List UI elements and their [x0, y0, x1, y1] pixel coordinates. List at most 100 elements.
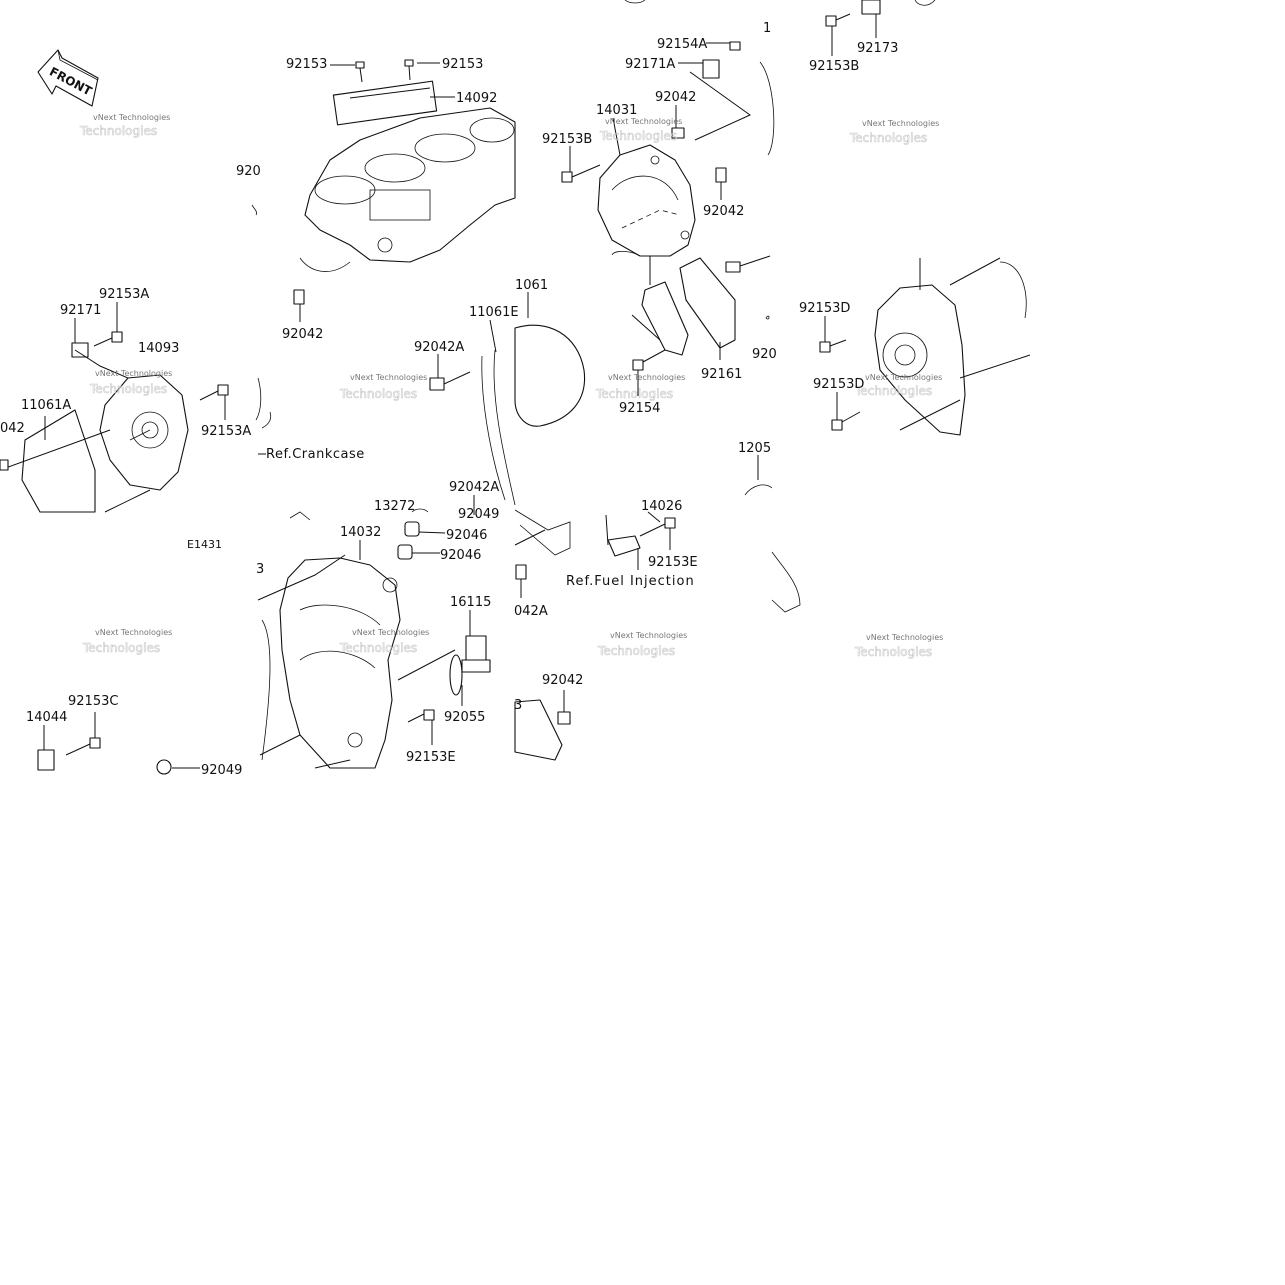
part-label: 14044: [26, 710, 67, 725]
part-label: 92042: [542, 673, 583, 688]
part-label: 92055: [444, 710, 485, 725]
watermark-background-text: Technologies: [79, 124, 157, 138]
part-label: 92042: [655, 90, 696, 105]
part-label: 92153D: [813, 377, 864, 392]
blank-area: [0, 780, 1285, 1285]
oil-seal-icon: [404, 521, 420, 537]
part-label: 92042A: [414, 340, 464, 355]
watermark-background-text: Technologies: [599, 129, 677, 143]
part-label: 1205: [738, 441, 771, 456]
watermark-text: vNext Technologies: [605, 117, 682, 126]
part-label: 92153B: [542, 132, 592, 147]
part-label: 1: [763, 21, 771, 36]
part-label: 14092: [456, 91, 497, 106]
generator-cover-part: [597, 144, 696, 257]
part-label: 92153A: [201, 424, 251, 439]
part-label: 92042: [703, 204, 744, 219]
part-label: 92049: [201, 763, 242, 778]
dowel-pin-icon: [557, 711, 571, 725]
watermark-text: vNext Technologies: [352, 628, 429, 637]
dowel-pin-icon: [515, 564, 527, 580]
part-label: 3: [514, 698, 522, 713]
bolt-icon: [561, 164, 601, 183]
watermark-text: vNext Technologies: [866, 633, 943, 642]
bolt-icon: [407, 709, 435, 723]
part-label: 92153: [286, 57, 327, 72]
part-label: 14032: [340, 525, 381, 540]
part-label: 92046: [440, 548, 481, 563]
side-cover-part: [21, 374, 189, 513]
blank-area: [1030, 0, 1285, 780]
watermark-background-text: Technologies: [597, 644, 675, 658]
watermark-background-text: Technologies: [849, 131, 927, 145]
watermark-text: vNext Technologies: [93, 113, 170, 122]
watermark-text: vNext Technologies: [95, 628, 172, 637]
part-label: 92153E: [406, 750, 456, 765]
part-label: 11061E: [469, 305, 519, 320]
bracket-part: [607, 535, 641, 557]
watermark-text: vNext Technologies: [95, 369, 172, 378]
oil-seal-icon: [397, 544, 413, 560]
clamp-icon: [702, 59, 720, 79]
part-label: 920: [236, 164, 261, 179]
part-label: 92046: [446, 528, 487, 543]
dowel-pin-icon: [725, 261, 741, 273]
oil-filler-plug-icon: [461, 635, 491, 673]
part-label: 920: [752, 347, 777, 362]
part-label: 92042: [282, 327, 323, 342]
part-label: 92154: [619, 401, 660, 416]
watermark-background-text: Technologies: [595, 387, 673, 401]
cylinder-block-part: [299, 80, 516, 272]
part-label: 92153B: [809, 59, 859, 74]
part-label: 92153C: [68, 694, 118, 709]
watermark-background-text: Technologies: [339, 387, 417, 401]
part-label: 92153: [442, 57, 483, 72]
bolt-icon: [825, 13, 851, 27]
clamp-icon: [861, 0, 881, 15]
part-label: 92042A: [449, 480, 499, 495]
dowel-pin-icon: [671, 127, 685, 139]
watermark-text: vNext Technologies: [350, 373, 427, 382]
watermark-background-text: Technologies: [339, 641, 417, 655]
part-label: 14031: [596, 103, 637, 118]
part-label: 16115: [450, 595, 491, 610]
part-label: 92153E: [648, 555, 698, 570]
part-label: 1061: [515, 278, 548, 293]
ref-crankcase-label: Ref.Crankcase: [266, 447, 365, 462]
watermark-background-text: Technologies: [89, 382, 167, 396]
part-label: 92171: [60, 303, 101, 318]
watermark-background-text: Technologies: [854, 645, 932, 659]
crankcase-cover-part: [261, 557, 401, 769]
part-labels: 92153 92153 14092 92042 92154A 92171A 92…: [0, 21, 898, 778]
dowel-pin-icon: [293, 289, 305, 305]
part-label: 14093: [138, 341, 179, 356]
watermark-background-text: Technologies: [854, 384, 932, 398]
dowel-pin-icon: [429, 377, 445, 391]
clamp-icon: [71, 342, 89, 358]
watermark-text: vNext Technologies: [862, 119, 939, 128]
watermark-text: vNext Technologies: [608, 373, 685, 382]
watermark-text: vNext Technologies: [865, 373, 942, 382]
part-label: 92153D: [799, 301, 850, 316]
part-label: 13272: [374, 499, 415, 514]
watermark-text: vNext Technologies: [610, 631, 687, 640]
bolt-icon: [729, 41, 741, 51]
clutch-cover-part: [874, 261, 1027, 436]
bolt-icon: [355, 59, 414, 83]
part-label: 11061A: [21, 398, 71, 413]
part-label: 14026: [641, 499, 682, 514]
part-label: 92161: [701, 367, 742, 382]
figure-code-label: E1431: [187, 538, 222, 551]
bolt-icon: [199, 384, 229, 401]
dowel-pin-icon: [0, 459, 9, 471]
watermark-background-text: Technologies: [82, 641, 160, 655]
part-label: 92171A: [625, 57, 675, 72]
watermark-group: Technologies vNext Technologies Technolo…: [79, 113, 944, 659]
part-label: 92154A: [657, 37, 707, 52]
oil-seal-icon: [156, 759, 172, 775]
part-label: 92153A: [99, 287, 149, 302]
clamp-icon: [37, 749, 55, 771]
gasket-part: [481, 324, 586, 506]
o-ring-icon: [449, 654, 463, 696]
